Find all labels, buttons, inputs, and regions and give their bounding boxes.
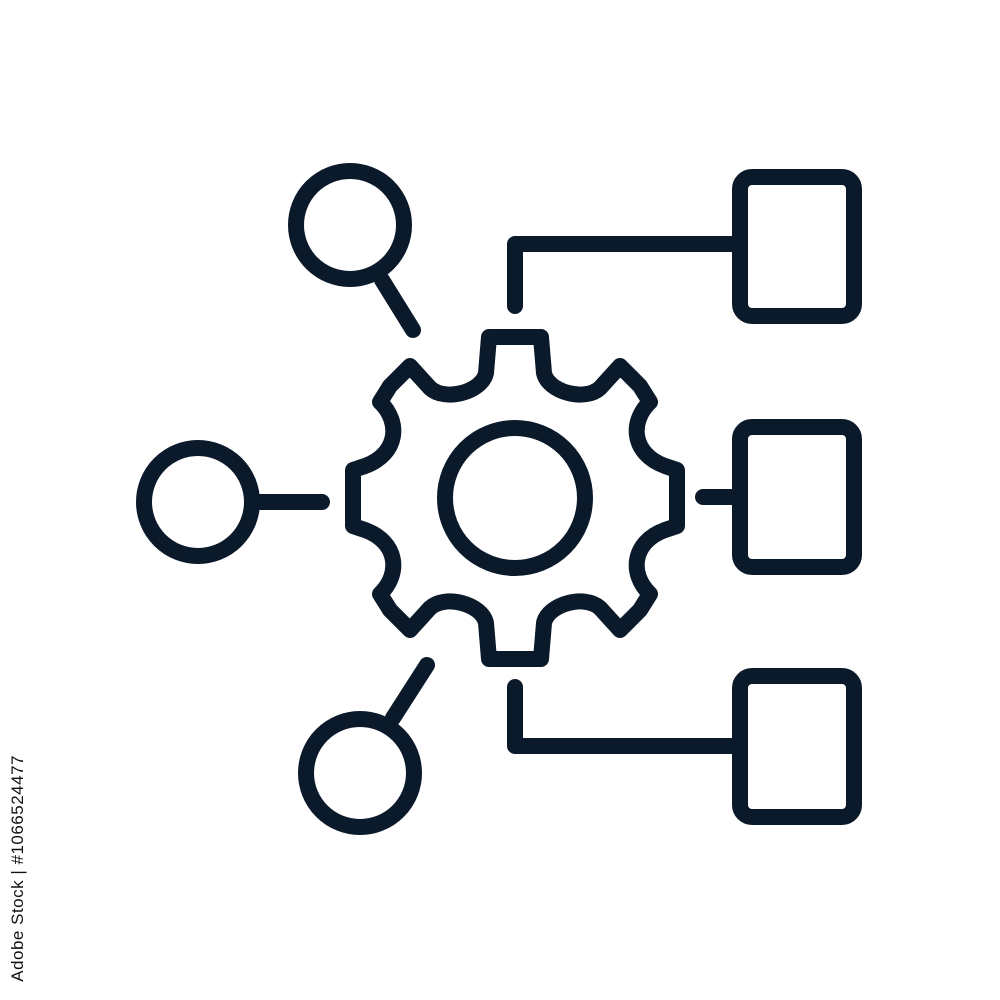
left-node-middle xyxy=(136,440,330,564)
gear-outline xyxy=(345,329,685,667)
left-node-top xyxy=(288,163,421,338)
right-box-middle xyxy=(695,419,862,575)
left-node-bottom xyxy=(298,657,435,835)
box-connector xyxy=(507,679,748,754)
node-circle xyxy=(298,711,422,835)
right-box-bottom xyxy=(507,668,862,825)
node-circle xyxy=(288,163,412,287)
node-box xyxy=(732,169,862,324)
node-connector xyxy=(385,657,435,726)
node-circle xyxy=(136,440,260,564)
gear-icon xyxy=(345,329,685,667)
right-box-top xyxy=(507,169,862,324)
stock-id-caption: Adobe Stock | #1066524477 xyxy=(8,755,27,982)
node-box xyxy=(732,668,862,825)
gear-hub-circle xyxy=(437,420,593,576)
node-box xyxy=(732,419,862,575)
node-connector xyxy=(374,272,421,338)
box-connector xyxy=(507,236,748,314)
